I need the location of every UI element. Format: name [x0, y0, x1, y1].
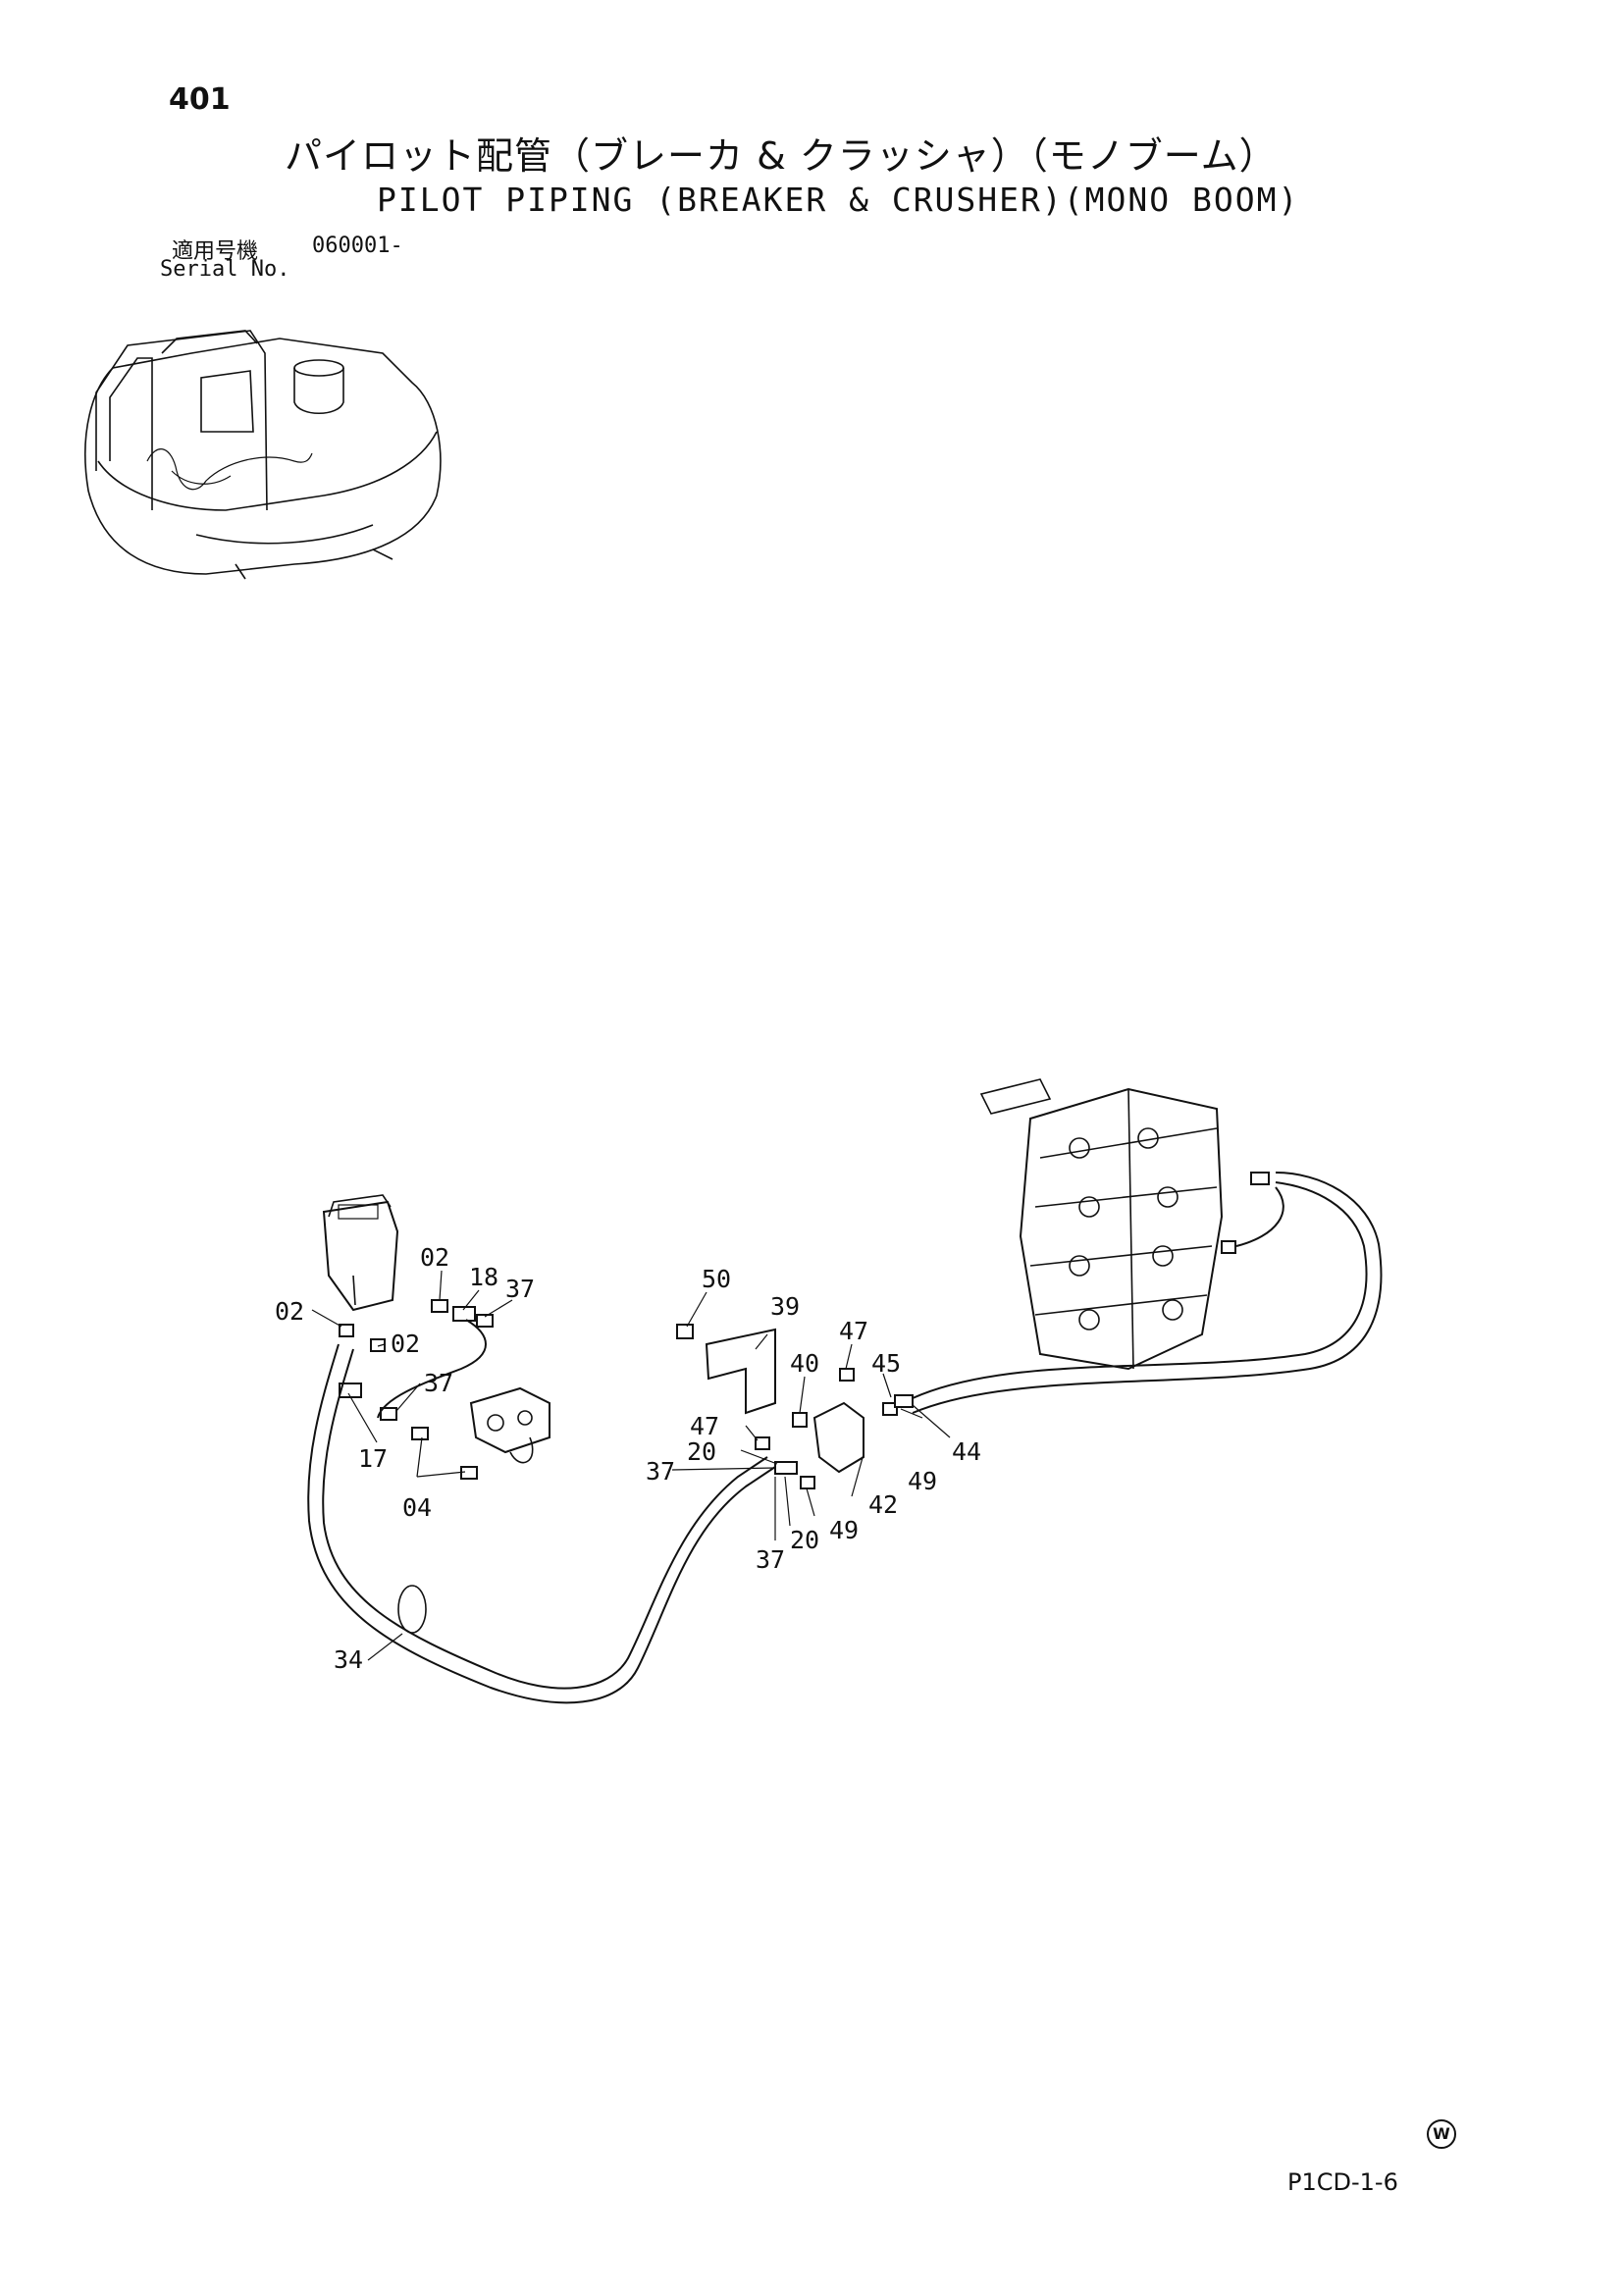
title-japanese: パイロット配管（ブレーカ & クラッシャ）（モノブーム） — [285, 134, 1278, 178]
callout-45: 45 — [871, 1349, 901, 1378]
leader-lines — [311, 1270, 951, 1661]
page-number: 401 — [169, 82, 231, 117]
serial-label-japanese: 適用号機 — [172, 239, 259, 264]
connector-block — [812, 1401, 864, 1474]
callout-50: 50 — [702, 1265, 731, 1293]
callout-47: 47 — [839, 1317, 868, 1345]
callout-02: 02 — [275, 1297, 304, 1326]
drawing-code: P1CD-1-6 — [1287, 2168, 1398, 2196]
clamp — [397, 1585, 427, 1634]
callout-37: 37 — [505, 1275, 535, 1303]
callout-39: 39 — [770, 1292, 800, 1321]
callout-40: 40 — [790, 1349, 819, 1378]
callout-20: 20 — [790, 1526, 819, 1554]
bracket — [705, 1328, 776, 1415]
pilot-valve — [322, 1194, 399, 1312]
callout-49: 49 — [908, 1467, 937, 1495]
callout-20: 20 — [687, 1437, 716, 1466]
callout-34: 34 — [334, 1645, 363, 1674]
hoses — [307, 1172, 1383, 1704]
serial-number-value: 060001- — [312, 234, 403, 258]
control-valve — [979, 1078, 1270, 1371]
valve-block — [469, 1386, 550, 1464]
watermark-symbol: W — [1427, 2119, 1456, 2149]
callout-37: 37 — [424, 1369, 453, 1397]
callout-18: 18 — [469, 1263, 498, 1291]
callout-02: 02 — [391, 1330, 420, 1358]
callout-labels: 02 18 37 02 02 37 17 04 34 50 39 40 47 4… — [275, 1243, 981, 1674]
callout-02: 02 — [420, 1243, 449, 1272]
callout-04: 04 — [402, 1493, 432, 1522]
callout-47: 47 — [690, 1412, 719, 1440]
callout-17: 17 — [358, 1444, 388, 1473]
fittings-middle — [676, 1324, 914, 1489]
callout-49: 49 — [829, 1516, 859, 1544]
serial-label-english: Serial No. — [160, 257, 290, 282]
callout-37: 37 — [756, 1545, 785, 1574]
excavator-outline — [84, 330, 442, 580]
callout-37: 37 — [646, 1457, 675, 1486]
callout-44: 44 — [952, 1437, 981, 1466]
title-english: PILOT PIPING (BREAKER & CRUSHER)(MONO BO… — [377, 181, 1300, 219]
callout-42: 42 — [868, 1490, 898, 1519]
